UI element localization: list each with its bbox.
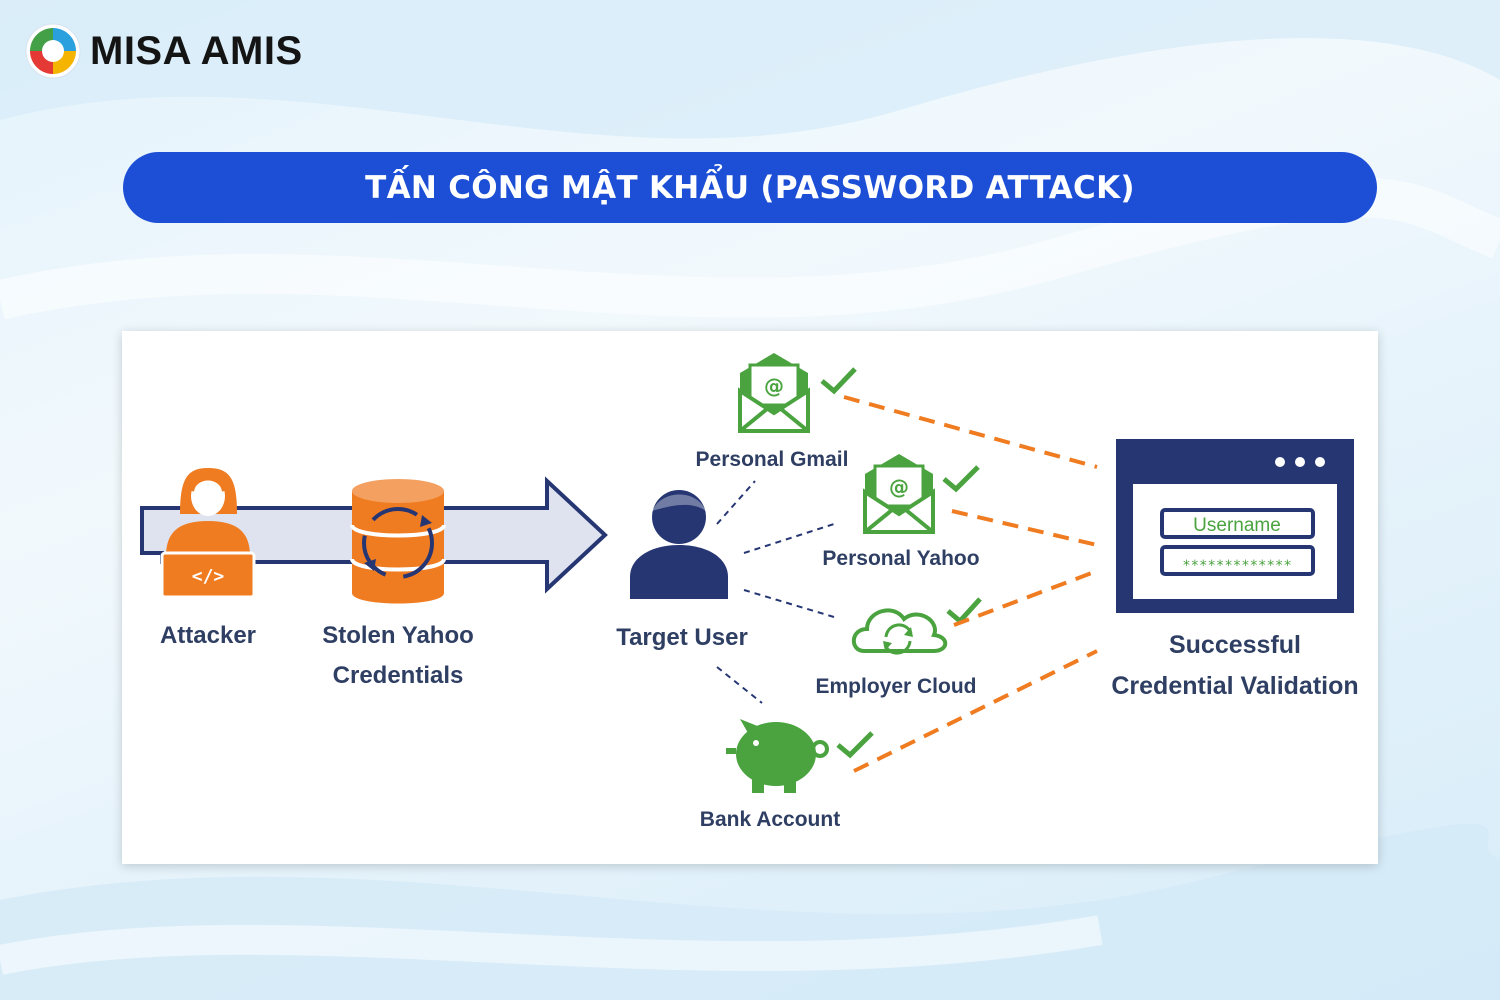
- password-field-mask: *************: [1182, 558, 1292, 574]
- target-user-icon: [630, 490, 728, 599]
- attacker-icon: </>: [160, 468, 256, 599]
- connector-cloud: [743, 589, 835, 618]
- brand-logo: MISA AMIS: [24, 22, 303, 80]
- validation-line-yahoo: [951, 509, 1098, 547]
- check-cloud-icon: [946, 597, 982, 625]
- attacker-label: Attacker: [160, 622, 256, 649]
- validation-line-bank: [853, 649, 1098, 773]
- personal-gmail-label: Personal Gmail: [696, 448, 849, 471]
- page-title: TẤN CÔNG MẬT KHẨU (PASSWORD ATTACK): [365, 169, 1135, 206]
- database-icon: [350, 479, 446, 604]
- gmail-envelope-icon: @: [738, 353, 810, 433]
- username-field-label: Username: [1193, 515, 1281, 536]
- validation-line-gmail: [843, 395, 1098, 469]
- stolen-credentials-label-line2: Credentials: [333, 662, 464, 689]
- svg-text:@: @: [764, 374, 784, 398]
- check-yahoo-icon: [942, 465, 980, 493]
- employer-cloud-label: Employer Cloud: [815, 675, 976, 698]
- svg-text:</>: </>: [192, 566, 225, 587]
- connector-bank: [716, 666, 763, 704]
- password-attack-diagram: </> @: [140, 353, 1359, 831]
- check-gmail-icon: [820, 367, 857, 395]
- connector-gmail: [716, 480, 756, 525]
- bank-account-label: Bank Account: [700, 808, 840, 831]
- personal-yahoo-label: Personal Yahoo: [822, 547, 979, 570]
- target-user-label: Target User: [616, 624, 748, 651]
- connector-yahoo: [743, 523, 835, 554]
- title-banner: TẤN CÔNG MẬT KHẨU (PASSWORD ATTACK): [123, 152, 1377, 223]
- diagram-panel: </> @: [122, 331, 1378, 864]
- cloud-sync-icon: [851, 608, 948, 655]
- validation-line-cloud: [953, 569, 1098, 627]
- yahoo-envelope-icon: @: [863, 454, 935, 534]
- success-label-line1: Successful: [1169, 631, 1301, 659]
- success-label-line2: Credential Validation: [1111, 672, 1358, 700]
- brand-name: MISA AMIS: [90, 28, 303, 73]
- svg-text:@: @: [889, 475, 909, 499]
- misa-logo-icon: [25, 23, 81, 79]
- piggy-bank-icon: [726, 719, 829, 793]
- login-window-icon: [1116, 439, 1354, 613]
- stolen-credentials-label-line1: Stolen Yahoo: [322, 622, 474, 649]
- check-bank-icon: [836, 731, 874, 759]
